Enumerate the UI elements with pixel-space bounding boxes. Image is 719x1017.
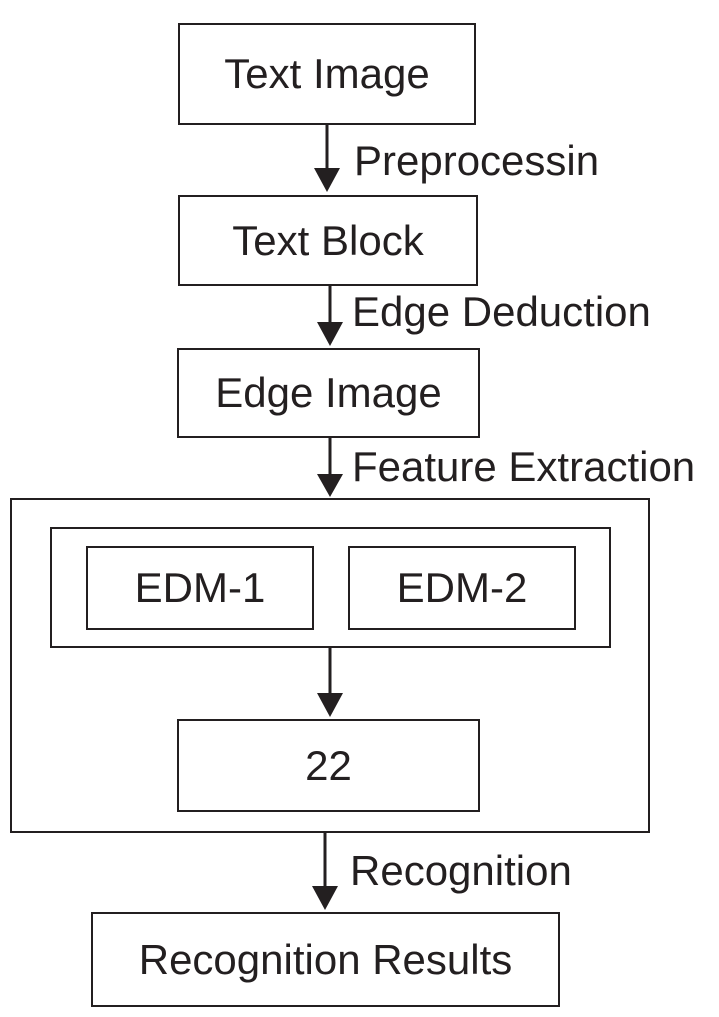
edge-label-feature-extraction: Feature Extraction [352,443,696,490]
node-text-block-label: Text Block [232,216,424,264]
node-text-block: Text Block [178,195,478,286]
node-edm-1: EDM-1 [86,546,314,630]
node-edm-2: EDM-2 [348,546,576,630]
arrow-text-image-to-text-block [314,124,340,192]
node-22-label: 22 [305,741,352,789]
feature-extraction-block [10,498,650,833]
node-edm-2-label: EDM-2 [396,564,528,611]
edge-label-preprocessing: Preprocessin [354,137,600,184]
arrow-edge-image-to-feature-block [317,437,343,497]
edge-label-edge-deduction: Edge Deduction [352,288,651,335]
node-edm-1-label: EDM-1 [134,564,266,611]
arrow-text-block-to-edge-image [317,285,343,346]
node-text-image-label: Text Image [224,50,430,97]
node-22: 22 [177,719,480,812]
node-edge-image: Edge Image [177,348,480,438]
node-recognition-results-label: Recognition Results [138,935,513,983]
arrow-feature-block-to-results [312,832,338,910]
node-edge-image-label: Edge Image [215,369,442,416]
node-text-image: Text Image [178,23,476,125]
node-recognition-results: Recognition Results [91,912,560,1007]
edm-group [50,527,611,648]
edge-label-recognition: Recognition [350,847,572,894]
arrow-edm-group-to-22 [317,648,343,717]
